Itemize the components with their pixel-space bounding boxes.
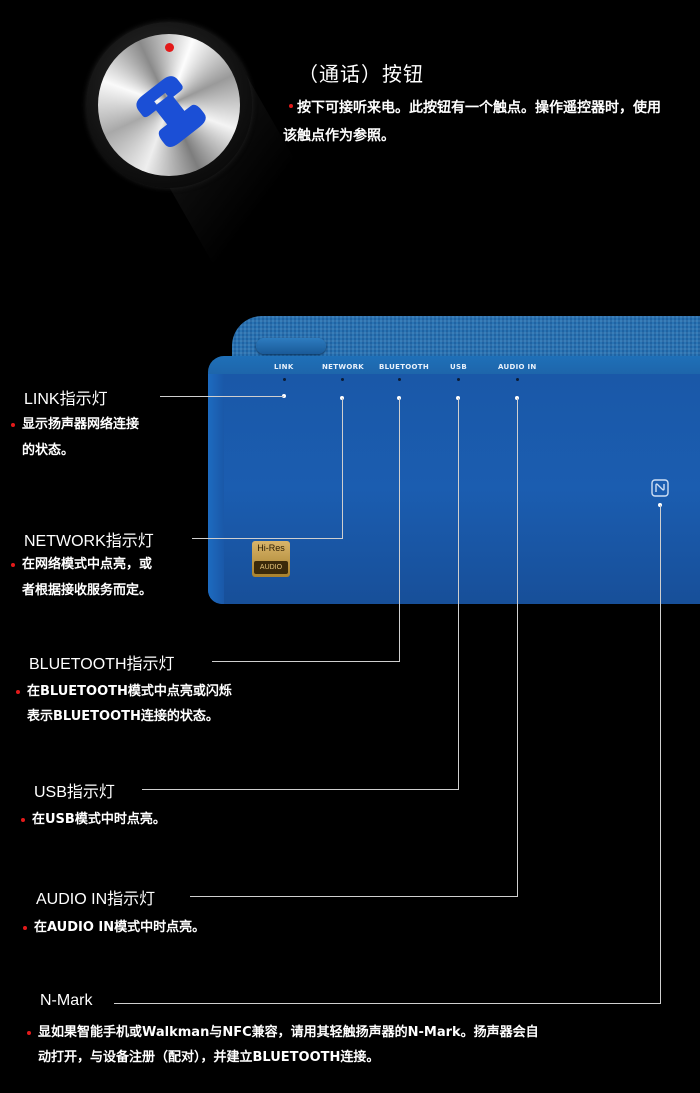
callout-line [114,1003,661,1004]
call-button-title: （通话）按钮 [298,62,424,86]
callout-line [212,661,400,662]
nfc-icon [651,479,669,497]
led-link [283,378,286,381]
bullet [21,818,25,822]
led-label-usb: USB [450,363,467,371]
callout-label-n-mark: N-Mark [40,992,93,1009]
led-label-audio-in: AUDIO IN [498,363,537,371]
callout-line [192,538,343,539]
callout-desc-bluetooth-2: 表示BLUETOOTH连接的状态。 [27,709,219,724]
speaker-top-button [256,338,326,354]
callout-label-link: LINK指示灯 [24,391,108,408]
callout-line [190,896,518,897]
callout-line [458,398,459,789]
callout-desc-network-2: 者根据接收服务而定。 [22,583,153,598]
hi-res-audio-logo: Hi-Res AUDIO [252,541,290,577]
callout-label-usb: USB指示灯 [34,784,115,801]
call-button-desc: 按下可接听来电。此按钮有一个触点。操作遥控器时，使用该触点作为参照。 [283,100,661,144]
led-label-link: LINK [274,363,294,371]
speaker-grille [232,316,700,362]
callout-desc-link-2: 的状态。 [22,443,75,458]
speaker-front-panel [208,374,700,604]
callout-line [517,398,518,896]
callout-desc-network-1: 在网络模式中点亮，或 [22,557,153,572]
callout-desc-usb-1: 在USB模式中时点亮。 [32,812,166,827]
bullet [11,423,15,427]
phone-icon [136,76,206,147]
callout-line [660,505,661,1003]
led-network [341,378,344,381]
bullet [16,690,20,694]
callout-desc-audio-in-1: 在AUDIO IN模式中时点亮。 [34,920,206,935]
led-audio-in [516,378,519,381]
callout-line [342,398,343,538]
tactile-dot [165,43,174,52]
callout-label-audio-in: AUDIO IN指示灯 [36,891,156,908]
callout-desc-n-mark-1: 显如果智能手机或Walkman与NFC兼容，请用其轻触扬声器的N-Mark。扬声… [38,1025,539,1040]
callout-line [142,789,459,790]
bullet [11,563,15,567]
hi-res-logo-top: Hi-Res [257,543,285,553]
bullet [289,104,293,108]
led-usb [457,378,460,381]
bullet [27,1031,31,1035]
callout-label-network: NETWORK指示灯 [24,533,154,550]
led-label-network: NETWORK [322,363,365,371]
speaker-image [208,316,700,608]
bullet [23,926,27,930]
led-label-bluetooth: BLUETOOTH [379,363,430,371]
hi-res-logo-bottom: AUDIO [254,561,288,574]
callout-point [282,394,286,398]
led-bluetooth [398,378,401,381]
callout-line [399,398,400,661]
callout-line [160,396,284,397]
speaker-band [208,356,700,378]
callout-desc-link-1: 显示扬声器网络连接 [22,417,140,432]
callout-desc-bluetooth-1: 在BLUETOOTH模式中点亮或闪烁 [27,684,232,699]
callout-desc-n-mark-2: 动打开，与设备注册（配对），并建立BLUETOOTH连接。 [38,1050,380,1065]
callout-label-bluetooth: BLUETOOTH指示灯 [29,656,175,673]
